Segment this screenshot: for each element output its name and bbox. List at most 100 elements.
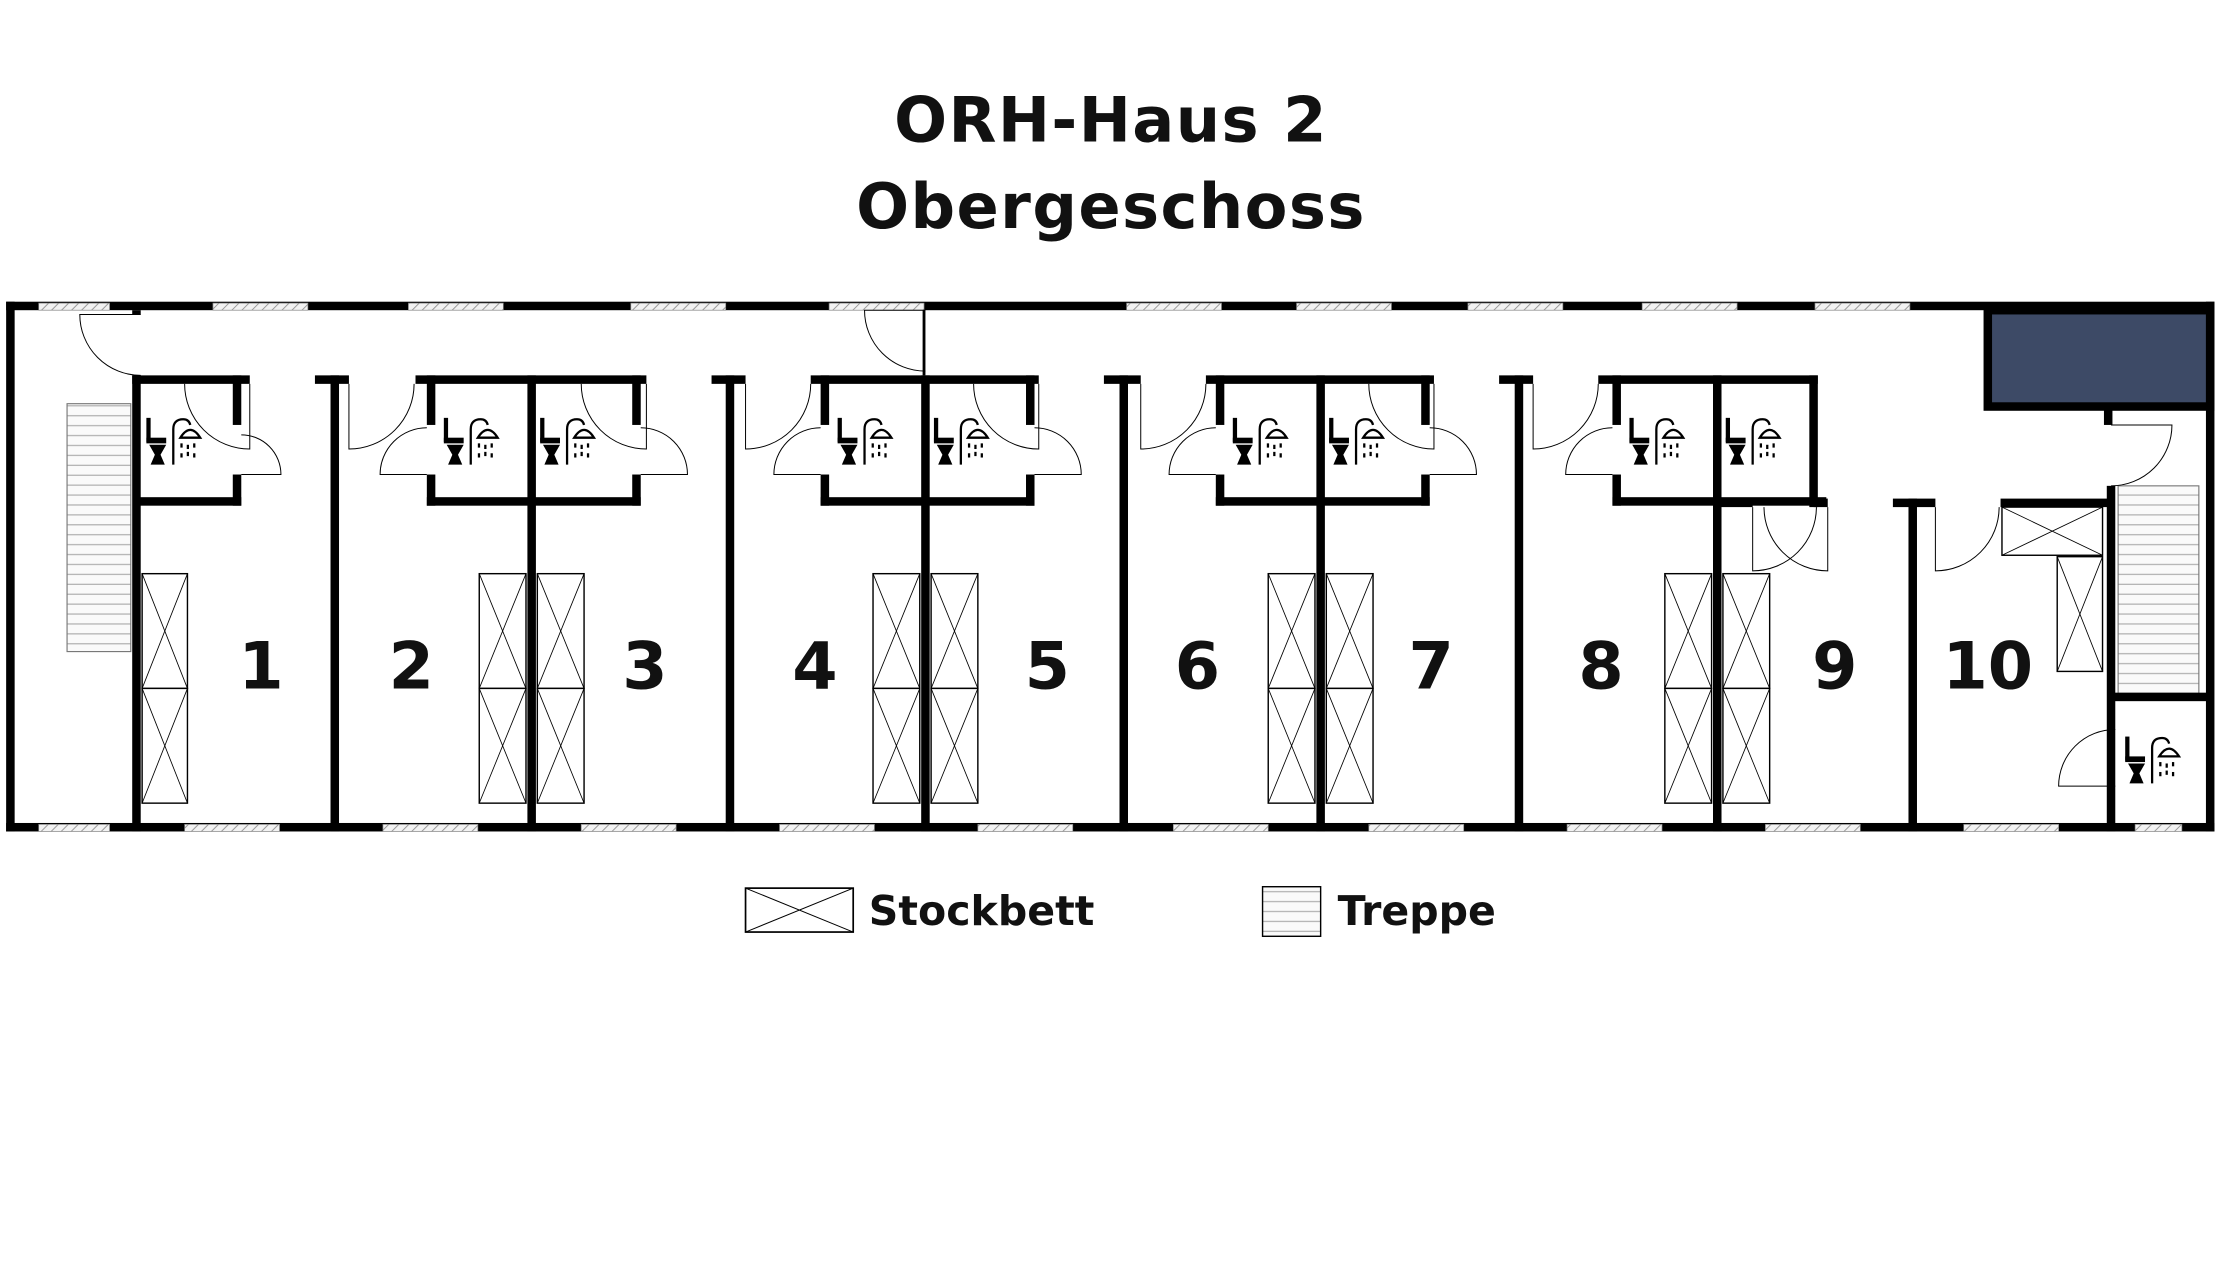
wall (1598, 375, 1818, 384)
bunk-bed-cross (872, 573, 921, 689)
room-number-5: 5 (1025, 629, 1070, 704)
bunk-bed-cross (2056, 556, 2103, 672)
toilet-shower-icon (2125, 736, 2182, 784)
title-line-1: ORH-Haus 2 (894, 84, 1328, 157)
door-swing (580, 383, 647, 450)
door-swing (1565, 427, 1613, 476)
wall (330, 375, 340, 832)
wall (820, 375, 830, 425)
wall (426, 497, 641, 506)
toilet-shower-icon (1232, 417, 1289, 465)
wall (922, 310, 926, 376)
wall (1713, 375, 1722, 832)
wall (2111, 692, 2211, 702)
bunk-bed-cross (1325, 688, 1374, 804)
toilet-shower-icon (1725, 417, 1782, 465)
bunk-bed-cross (1664, 573, 1712, 689)
bunk-bed-cross (1722, 688, 1771, 804)
wall (1205, 375, 1434, 384)
window (408, 302, 504, 311)
door-swing (864, 309, 926, 372)
legend-stairs-label: Treppe (1338, 887, 1496, 935)
room-number-7: 7 (1408, 629, 1453, 704)
room-number-1: 1 (238, 629, 283, 704)
window (382, 824, 479, 832)
room-number-6: 6 (1175, 629, 1220, 704)
stairs-left (66, 403, 132, 653)
window (1172, 824, 1269, 832)
wall (1809, 375, 1818, 508)
room-number-4: 4 (792, 629, 837, 704)
title-line-2: Obergeschoss (856, 170, 1366, 243)
room-number-9: 9 (1812, 629, 1857, 704)
wall (314, 375, 349, 384)
door-swing (973, 383, 1040, 450)
window (2134, 824, 2183, 832)
toilet-shower-icon (837, 417, 894, 465)
wall (1499, 375, 1534, 384)
room-number-3: 3 (622, 629, 667, 704)
door-swing (241, 434, 282, 476)
wall (810, 375, 1039, 384)
bunk-bed-cross (930, 688, 979, 804)
bunk-bed-cross (478, 688, 527, 804)
wall (1421, 375, 1430, 425)
room-number-2: 2 (389, 629, 434, 704)
stairs-right (2117, 485, 2200, 698)
window (1765, 824, 1861, 832)
wall (1215, 474, 1225, 506)
wall (632, 474, 641, 506)
wall (2106, 485, 2116, 832)
wall (820, 474, 830, 506)
door-swing (1429, 427, 1477, 476)
wall (1612, 474, 1621, 506)
toilet-shower-icon (933, 417, 990, 465)
highlighted-room (1983, 305, 2215, 411)
bunk-bed-cross (1722, 573, 1771, 689)
toilet-shower-icon (1629, 417, 1686, 465)
wall (132, 375, 141, 832)
toilet-shower-icon (1329, 417, 1386, 465)
door-swing (1368, 383, 1435, 450)
wall (2103, 406, 2113, 425)
door-swing (379, 427, 427, 476)
bunk-bed-cross (478, 573, 527, 689)
room-number-10: 10 (1942, 629, 2033, 704)
door-swing (79, 313, 141, 376)
wall (1119, 375, 1128, 832)
legend-bunk-bed-label: Stockbett (869, 887, 1095, 935)
toilet-shower-icon (540, 417, 597, 465)
window (1126, 302, 1222, 311)
door-swing (1532, 383, 1599, 450)
toilet-shower-icon (146, 417, 203, 465)
window (779, 824, 875, 832)
wall (2000, 498, 2112, 508)
legend-stairs-symbol (1261, 886, 1322, 938)
toilet-shower-icon (443, 417, 500, 465)
bunk-bed-cross (1325, 573, 1374, 689)
wall (6, 301, 15, 832)
window (184, 824, 280, 832)
wall (1892, 498, 1936, 508)
bunk-bed-cross (1267, 688, 1316, 804)
bunk-bed-cross (536, 688, 585, 804)
wall (1316, 375, 1325, 832)
window (828, 302, 925, 311)
door-swing (1034, 427, 1082, 476)
door-swing (773, 427, 821, 476)
wall (1026, 474, 1035, 506)
wall (132, 310, 141, 315)
bunk-bed-cross (1664, 688, 1712, 804)
wall (2205, 301, 2215, 832)
window (630, 302, 727, 311)
wall (426, 474, 436, 506)
window (38, 824, 110, 832)
door-swing (745, 383, 812, 450)
door-swing (1934, 507, 2000, 572)
wall (632, 375, 641, 425)
wall (1215, 375, 1225, 425)
wall (132, 375, 250, 384)
bunk-bed-cross (536, 573, 585, 689)
window (1814, 302, 1911, 311)
